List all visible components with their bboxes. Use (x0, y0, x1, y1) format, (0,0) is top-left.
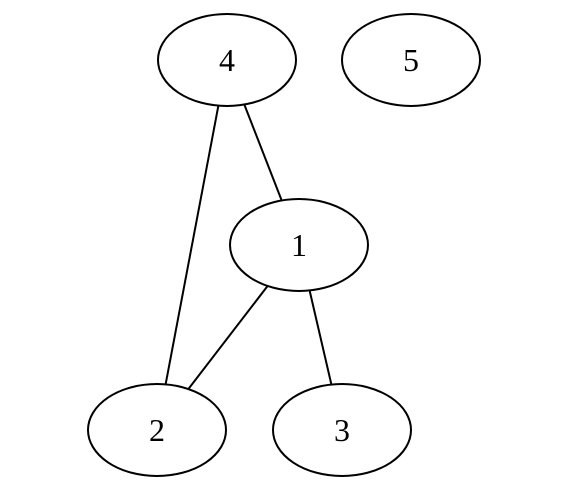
graph-nodes: 4 5 1 2 3 (87, 13, 481, 477)
node-5-ellipse (341, 13, 481, 107)
node-1-ellipse (229, 198, 369, 292)
node-4: 4 (157, 13, 297, 107)
node-4-ellipse (157, 13, 297, 107)
node-3-ellipse (272, 383, 412, 477)
edge-1-2 (187, 285, 269, 390)
node-1-label: 1 (291, 227, 307, 263)
node-3: 3 (272, 383, 412, 477)
edge-4-1 (243, 104, 283, 201)
node-5: 5 (341, 13, 481, 107)
node-5-label: 5 (403, 42, 419, 78)
graph-edges (164, 104, 333, 390)
edge-4-2 (164, 105, 220, 385)
node-3-label: 3 (334, 412, 350, 448)
node-2-ellipse (87, 383, 227, 477)
edge-1-3 (308, 290, 333, 385)
node-2-label: 2 (149, 412, 165, 448)
node-4-label: 4 (219, 42, 235, 78)
node-1: 1 (229, 198, 369, 292)
node-2: 2 (87, 383, 227, 477)
